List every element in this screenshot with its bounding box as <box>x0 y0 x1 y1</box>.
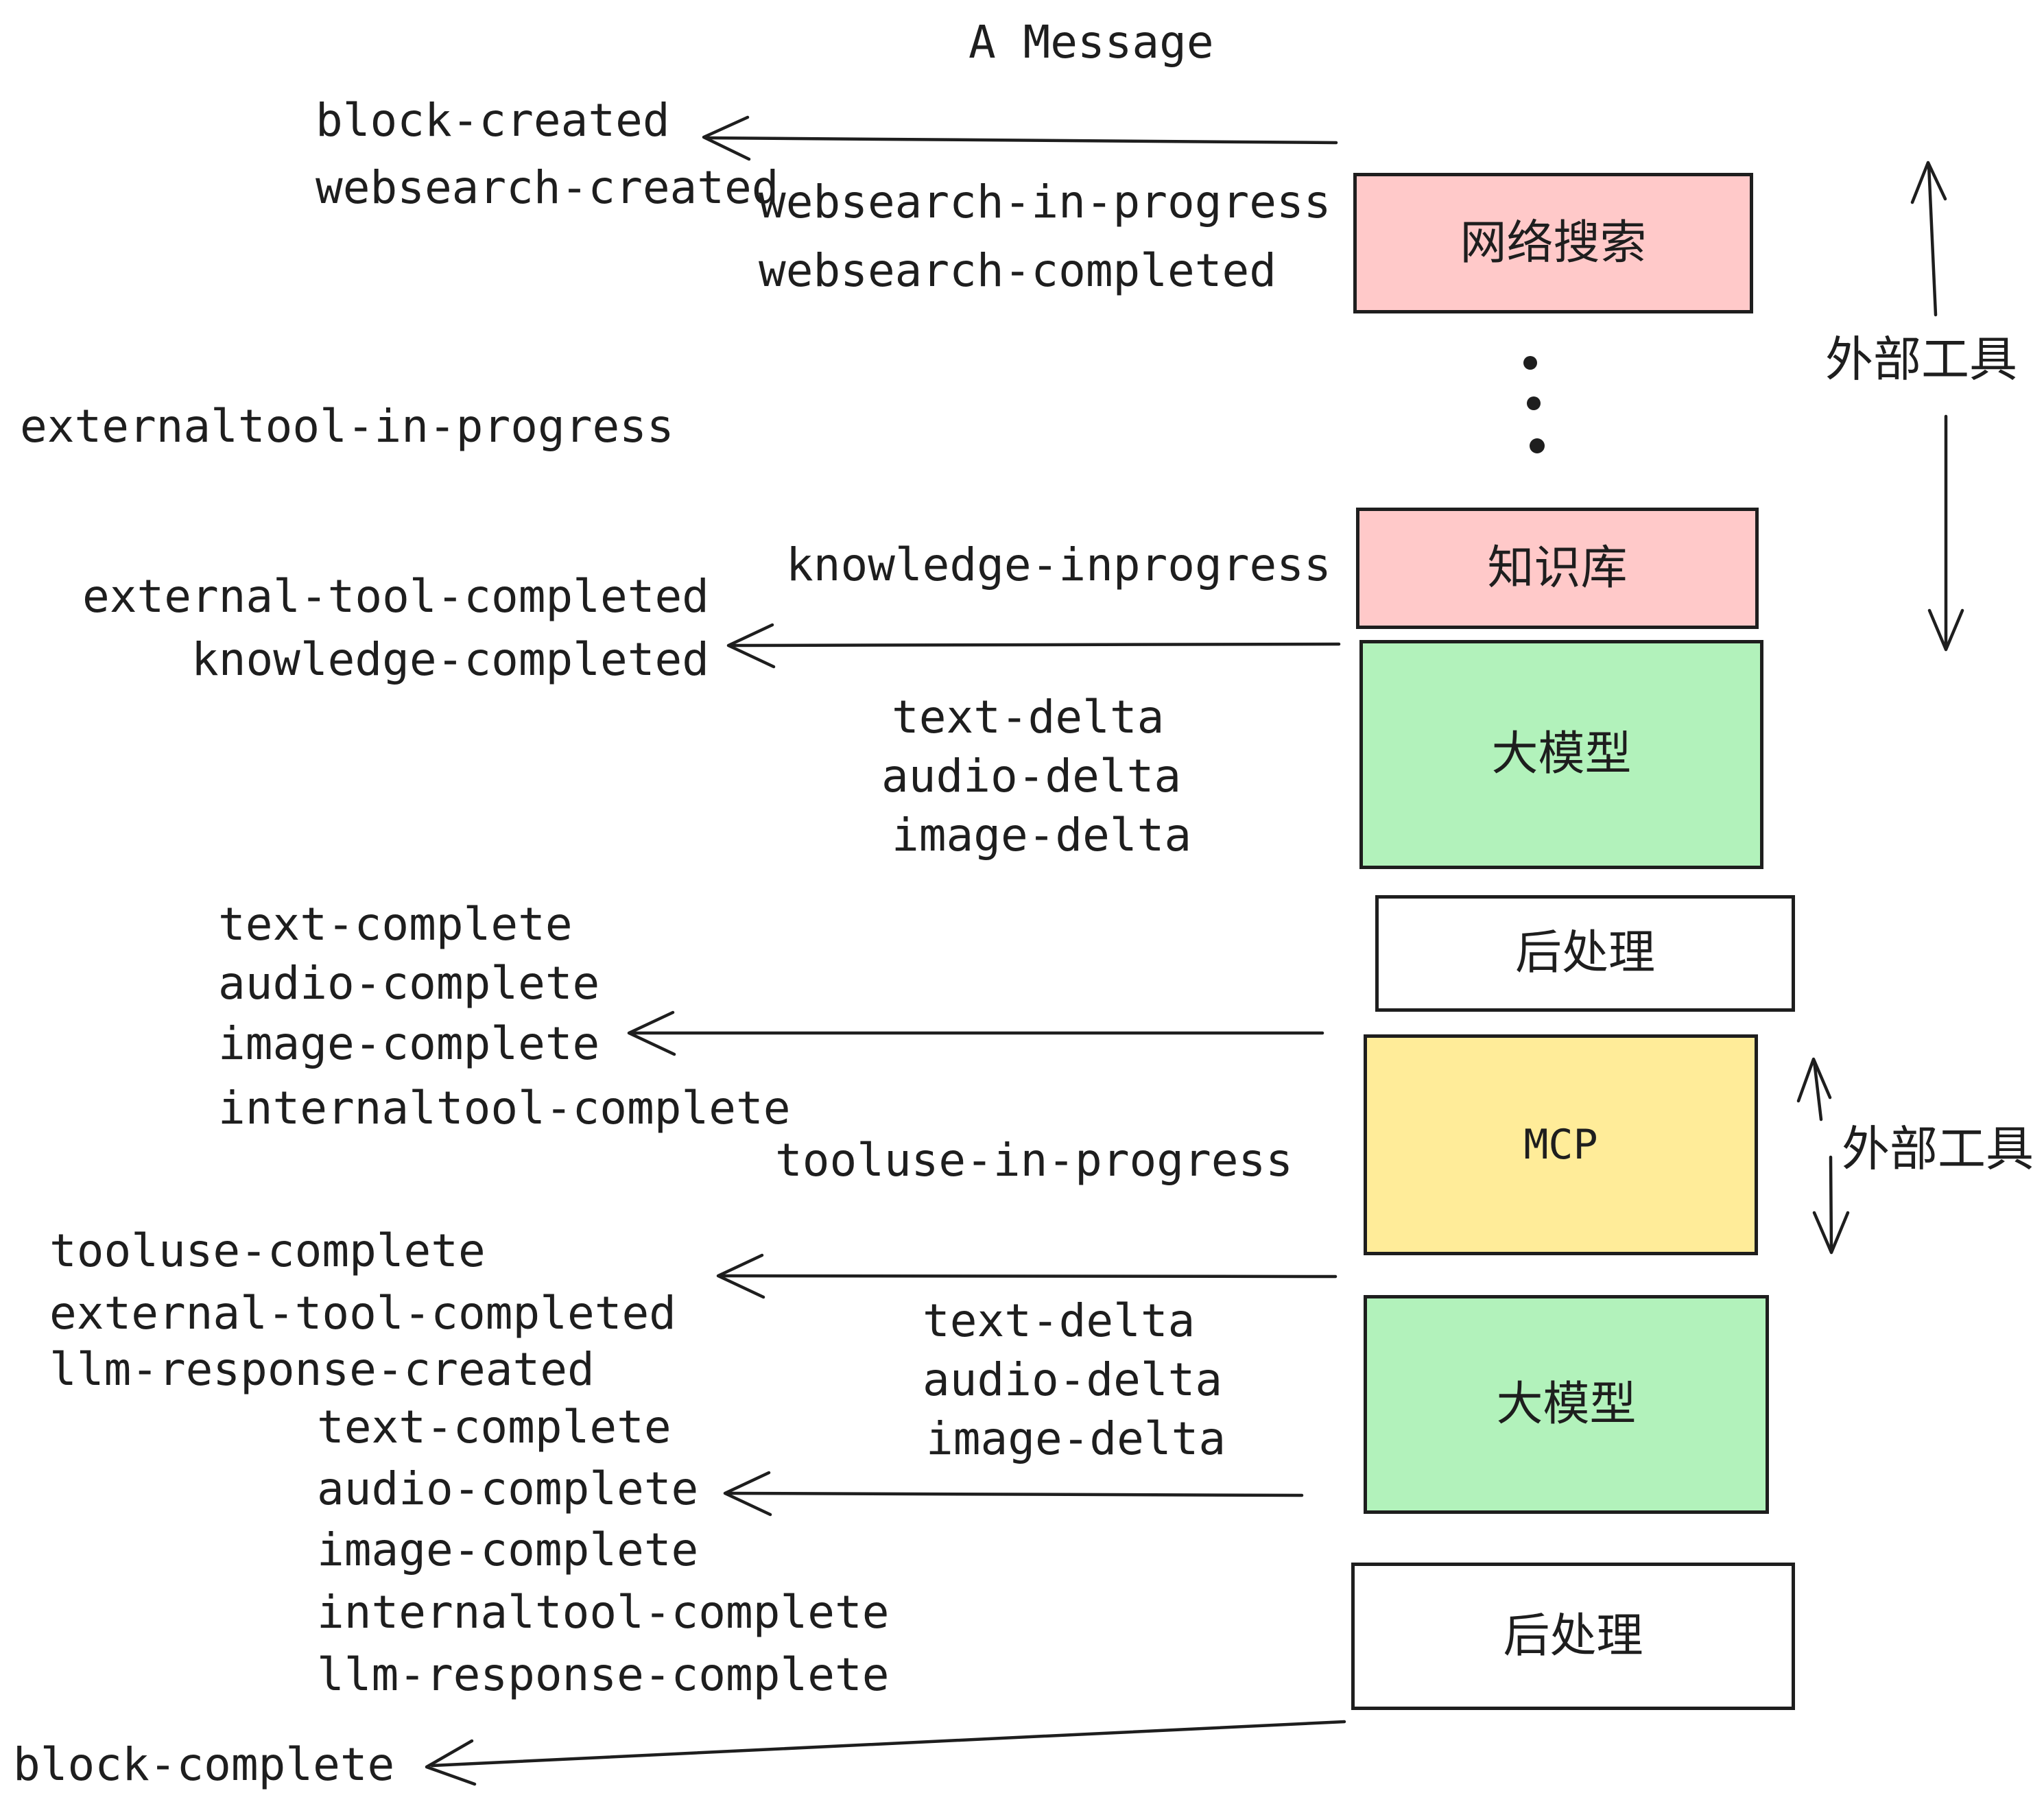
arrow-knowledge-completed <box>726 623 1341 669</box>
external-tools-label-mcp: 外部工具 <box>1842 1121 2034 1177</box>
external-tools-arrow-mcp <box>1796 1057 1850 1255</box>
event-label-tooluse-complete: tooluse-complete <box>49 1224 486 1277</box>
event-label-image-delta-2: image-delta <box>926 1412 1226 1465</box>
event-label-audio-delta-2: audio-delta <box>923 1353 1223 1406</box>
box-mcp-label: MCP <box>1523 1121 1598 1169</box>
event-label-internaltool-complete-1: internaltool-complete <box>218 1082 791 1135</box>
event-label-knowledge-completed: knowledge-completed <box>191 633 709 686</box>
box-llm-2-label: 大模型 <box>1496 1377 1637 1432</box>
event-label-audio-complete-2: audio-complete <box>317 1462 699 1515</box>
box-knowledge-label: 知识库 <box>1487 541 1628 595</box>
arrow-tooluse-complete <box>716 1253 1338 1299</box>
box-websearch: 网络搜索 <box>1353 173 1753 313</box>
event-label-text-delta-1: text-delta <box>892 691 1165 744</box>
box-post-processing-2-label: 后处理 <box>1503 1609 1643 1663</box>
event-label-llm-response-complete: llm-response-complete <box>317 1648 890 1701</box>
event-label-image-complete-2: image-complete <box>317 1523 699 1576</box>
event-label-external-tool-completed: external-tool-completed <box>82 570 709 623</box>
event-label-block-created: block-created <box>316 94 670 147</box>
external-tools-arrow-top <box>1910 161 1964 652</box>
event-label-knowledge-inprogress: knowledge-inprogress <box>786 538 1331 591</box>
event-label-text-delta-2: text-delta <box>923 1294 1196 1347</box>
event-label-audio-complete-1: audio-complete <box>218 957 600 1010</box>
event-label-websearch-in-progress: websearch-in-progress <box>759 176 1331 228</box>
event-label-block-complete: block-complete <box>13 1738 395 1791</box>
event-label-tooluse-in-progress: tooluse-in-progress <box>775 1134 1293 1187</box>
box-knowledge: 知识库 <box>1356 508 1759 629</box>
ellipsis-dots <box>1523 356 1545 453</box>
box-llm-2: 大模型 <box>1364 1295 1769 1514</box>
event-label-websearch-created: websearch-created <box>316 161 779 214</box>
page-title: A Message <box>968 16 1214 69</box>
box-mcp: MCP <box>1364 1034 1758 1255</box>
arrow-audio-complete <box>723 1471 1304 1517</box>
arrow-image-complete <box>627 1010 1324 1056</box>
event-label-external-tool-completed-2: external-tool-completed <box>49 1287 676 1340</box>
event-label-llm-response-created: llm-response-created <box>49 1343 595 1396</box>
box-post-processing-2: 后处理 <box>1351 1563 1795 1710</box>
box-llm-1: 大模型 <box>1359 640 1763 869</box>
event-label-websearch-completed: websearch-completed <box>759 244 1276 297</box>
event-label-externaltool-in-progress: externaltool-in-progress <box>20 400 674 453</box>
box-post-processing-1: 后处理 <box>1375 895 1795 1012</box>
box-llm-1-label: 大模型 <box>1491 727 1632 781</box>
event-label-image-delta-1: image-delta <box>892 809 1192 862</box>
box-post-processing-1-label: 后处理 <box>1514 926 1655 980</box>
event-label-audio-delta-1: audio-delta <box>881 750 1182 803</box>
external-tools-label-top: 外部工具 <box>1825 331 2017 388</box>
event-label-internaltool-complete-2: internaltool-complete <box>317 1586 890 1639</box>
event-label-image-complete-1: image-complete <box>218 1017 600 1070</box>
arrow-block-created <box>702 115 1338 161</box>
event-label-text-complete-2: text-complete <box>317 1401 672 1453</box>
event-label-text-complete-1: text-complete <box>218 898 573 951</box>
box-websearch-label: 网络搜索 <box>1460 215 1647 270</box>
arrow-block-complete <box>425 1720 1346 1786</box>
